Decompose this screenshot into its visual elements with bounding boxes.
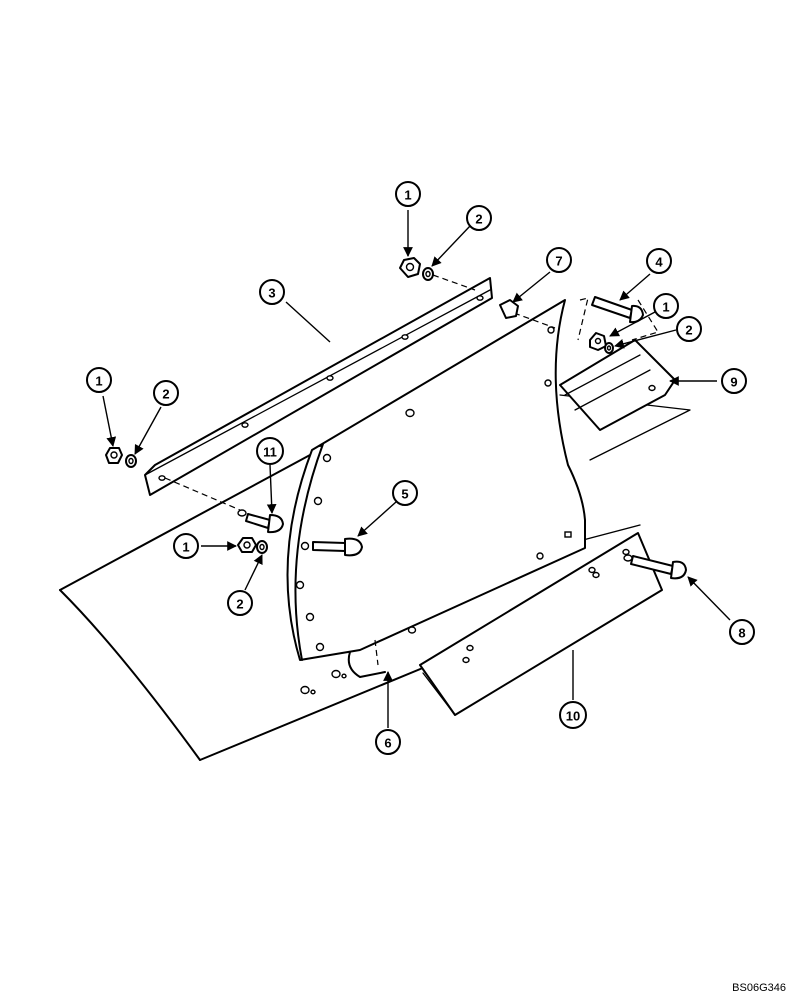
- callout-1-mid: 1: [173, 533, 199, 559]
- bolt-11: [237, 509, 284, 534]
- nut-left: [105, 447, 123, 464]
- hardware: [105, 257, 687, 580]
- part-9-end-bracket: [559, 339, 676, 431]
- callout-2-right: 2: [676, 316, 702, 342]
- callout-11: 11: [256, 437, 284, 465]
- leader-lines: [102, 210, 731, 728]
- callout-1-left: 1: [86, 367, 112, 393]
- svg-text:1: 1: [95, 374, 102, 389]
- svg-text:10: 10: [566, 709, 580, 724]
- callout-1-right: 1: [653, 293, 679, 319]
- nut-mid: [237, 537, 257, 553]
- surface-holes: [300, 669, 347, 695]
- callout-2-top: 2: [466, 205, 492, 231]
- callout-10: 10: [559, 701, 587, 729]
- svg-text:2: 2: [475, 212, 482, 227]
- part-10-cutting-edge: [419, 532, 663, 716]
- callout-8: 8: [729, 619, 755, 645]
- svg-text:7: 7: [555, 254, 562, 269]
- svg-text:2: 2: [685, 323, 692, 338]
- spacer-7: [499, 299, 519, 319]
- assembly-lines: [164, 274, 659, 511]
- svg-text:3: 3: [268, 286, 275, 301]
- bolt-8: [623, 554, 687, 580]
- svg-text:2: 2: [236, 597, 243, 612]
- svg-text:1: 1: [662, 300, 669, 315]
- callout-4: 4: [646, 248, 672, 274]
- nut-right: [589, 332, 607, 351]
- svg-text:6: 6: [384, 736, 391, 751]
- callout-2-left: 2: [153, 380, 179, 406]
- svg-text:2: 2: [162, 387, 169, 402]
- bolt-5: [312, 537, 363, 557]
- callout-5: 5: [392, 480, 418, 506]
- callout-2-mid: 2: [227, 590, 253, 616]
- bolt-4: [591, 296, 644, 324]
- svg-text:9: 9: [730, 375, 737, 390]
- callout-9: 9: [721, 368, 747, 394]
- nut-top: [399, 257, 421, 278]
- callout-3: 3: [259, 279, 285, 305]
- svg-text:4: 4: [655, 255, 663, 270]
- svg-text:5: 5: [401, 487, 408, 502]
- drawing-code: BS06G346: [732, 982, 786, 994]
- part-3-edge-strip: [144, 277, 493, 496]
- svg-text:1: 1: [182, 540, 189, 555]
- svg-text:11: 11: [263, 445, 277, 460]
- washer-left: [125, 454, 137, 468]
- washer-top: [422, 267, 434, 281]
- washer-right: [604, 342, 614, 354]
- callout-1-top: 1: [395, 181, 421, 207]
- part-6-end-plate: [286, 297, 589, 678]
- svg-text:1: 1: [404, 188, 411, 203]
- washer-mid: [256, 540, 268, 554]
- svg-text:8: 8: [738, 626, 745, 641]
- callout-6: 6: [375, 729, 401, 755]
- callout-7: 7: [546, 247, 572, 273]
